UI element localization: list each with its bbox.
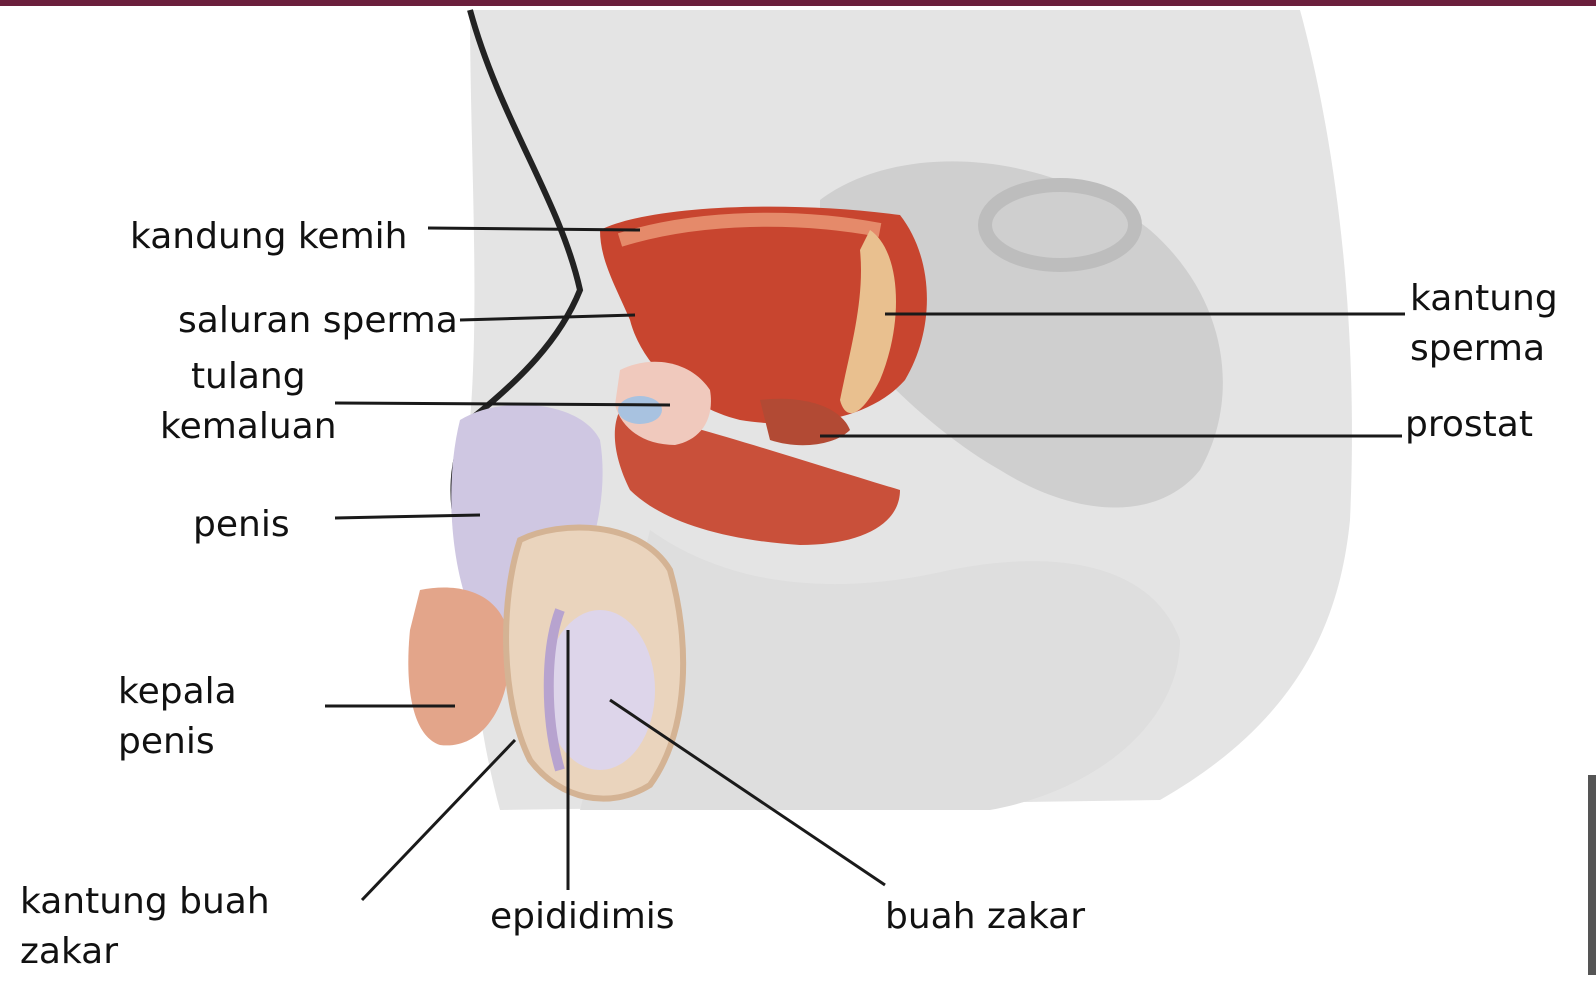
label-epididimis: epididimis: [490, 892, 675, 942]
label-kepala-penis: kepala penis: [118, 667, 237, 767]
label-buah-zakar: buah zakar: [885, 892, 1085, 942]
label-saluran-sperma: saluran sperma: [178, 296, 458, 346]
label-tulang-kemaluan: tulang kemaluan: [160, 352, 337, 452]
leader-kandung-kemih: [428, 228, 640, 230]
bone-spot: [618, 396, 662, 424]
label-kandung-kemih: kandung kemih: [130, 212, 407, 262]
leader-kantung-buah-zakar: [362, 740, 515, 900]
testis-shape: [545, 610, 655, 770]
label-prostat: prostat: [1405, 400, 1533, 450]
label-kantung-sperma: kantung sperma: [1410, 274, 1558, 374]
leader-tulang-kemaluan: [335, 403, 670, 405]
label-penis: penis: [193, 500, 290, 550]
edge-fragment: [1588, 775, 1596, 975]
label-kantung-buah-zakar: kantung buah zakar: [20, 877, 270, 977]
